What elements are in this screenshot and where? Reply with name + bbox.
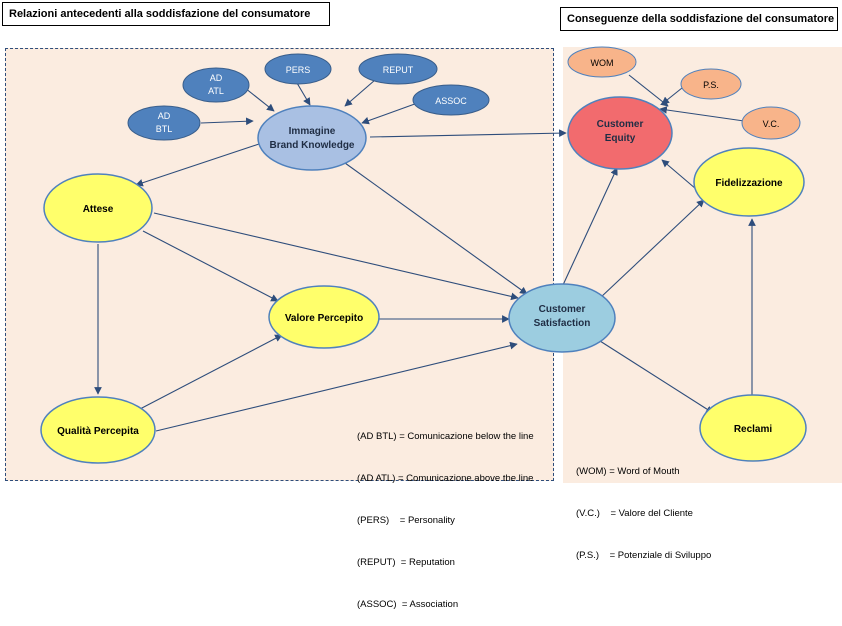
legend-item: (AD BTL) = Comunicazione below the line (357, 431, 534, 442)
arrow-immagine-satisfaction (344, 162, 528, 295)
svg-text:V.C.: V.C. (763, 119, 780, 129)
legend-item: (V.C.) = Valore del Cliente (576, 508, 693, 519)
node-customer-satisfaction: Customer Satisfaction (508, 283, 616, 353)
svg-text:WOM: WOM (591, 58, 614, 68)
node-vc: V.C. (741, 106, 801, 140)
svg-text:Brand Knowledge: Brand Knowledge (269, 140, 354, 151)
arrow-fidelizzazione-equity (661, 159, 697, 190)
node-qualita-percepita: Qualità Percepita (40, 396, 156, 464)
node-valore-percepito: Valore Percepito (268, 285, 380, 349)
arrow-adbtl-immagine (200, 117, 254, 126)
antecedents-title: Relazioni antecedenti alla soddisfazione… (2, 2, 330, 26)
legend-antecedents: (AD BTL) = Comunicazione below the line … (357, 402, 534, 626)
svg-text:Attese: Attese (83, 204, 114, 215)
svg-text:Equity: Equity (605, 133, 636, 144)
node-ps: P.S. (680, 68, 742, 100)
consequences-title: Conseguenze della soddisfazione del cons… (560, 7, 838, 31)
node-immagine: Immagine Brand Knowledge (257, 105, 367, 171)
legend-item: (REPUT) = Reputation (357, 557, 455, 568)
svg-text:P.S.: P.S. (703, 80, 719, 90)
arrow-immagine-attese (135, 142, 263, 187)
node-wom: WOM (567, 46, 637, 78)
svg-text:Reclami: Reclami (734, 424, 773, 435)
arrow-qualita-satisfaction (155, 341, 518, 432)
svg-text:Fidelizzazione: Fidelizzazione (715, 178, 783, 189)
arrow-ps-equity (661, 87, 683, 105)
arrow-satisfaction-equity (562, 167, 618, 286)
legend-consequences: (WOM) = Word of Mouth (V.C.) = Valore de… (576, 437, 711, 577)
svg-text:ASSOC: ASSOC (435, 96, 467, 106)
node-reclami: Reclami (699, 394, 807, 462)
svg-text:Immagine: Immagine (289, 126, 336, 137)
node-ad-atl: AD ATL (182, 67, 250, 103)
node-attese: Attese (43, 173, 153, 243)
legend-item: (PERS) = Personality (357, 515, 455, 526)
svg-text:BTL: BTL (156, 124, 173, 134)
arrow-reput-immagine (344, 79, 376, 107)
arrow-adatl-immagine (244, 87, 275, 112)
node-assoc: ASSOC (412, 84, 490, 116)
svg-text:AD: AD (210, 73, 223, 83)
arrow-immagine-equity (369, 129, 567, 138)
svg-text:REPUT: REPUT (383, 65, 414, 75)
arrow-satisfaction-fidelizzazione (599, 199, 705, 299)
node-ad-btl: AD BTL (127, 105, 201, 141)
node-customer-equity: Customer Equity (567, 96, 673, 170)
arrow-vc-equity (659, 106, 745, 122)
node-reput: REPUT (358, 53, 438, 85)
svg-text:Qualità Percepita: Qualità Percepita (57, 426, 139, 437)
svg-text:ATL: ATL (208, 86, 224, 96)
arrow-attese-valore (142, 230, 279, 302)
node-fidelizzazione: Fidelizzazione (693, 147, 805, 217)
arrow-assoc-immagine (361, 100, 424, 125)
legend-item: (AD ATL) = Comunicazione above the line (357, 473, 534, 484)
arrow-satisfaction-reclami (599, 340, 714, 414)
svg-text:AD: AD (158, 111, 171, 121)
arrow-attese-satisfaction (153, 212, 519, 301)
svg-text:Satisfaction: Satisfaction (534, 318, 591, 329)
node-pers: PERS (264, 53, 332, 85)
arrow-pers-immagine (296, 82, 311, 106)
svg-text:PERS: PERS (286, 65, 311, 75)
legend-item: (WOM) = Word of Mouth (576, 466, 680, 477)
svg-text:Customer: Customer (597, 119, 644, 130)
arrow-qualita-valore (139, 334, 283, 410)
relationship-diagram: AD ATL PERS REPUT ASSOC AD BTL Immagine … (40, 46, 807, 464)
legend-item: (ASSOC) = Association (357, 599, 459, 610)
legend-item: (P.S.) = Potenziale di Sviluppo (576, 550, 712, 561)
svg-text:Customer: Customer (539, 304, 586, 315)
svg-text:Valore Percepito: Valore Percepito (285, 313, 363, 324)
